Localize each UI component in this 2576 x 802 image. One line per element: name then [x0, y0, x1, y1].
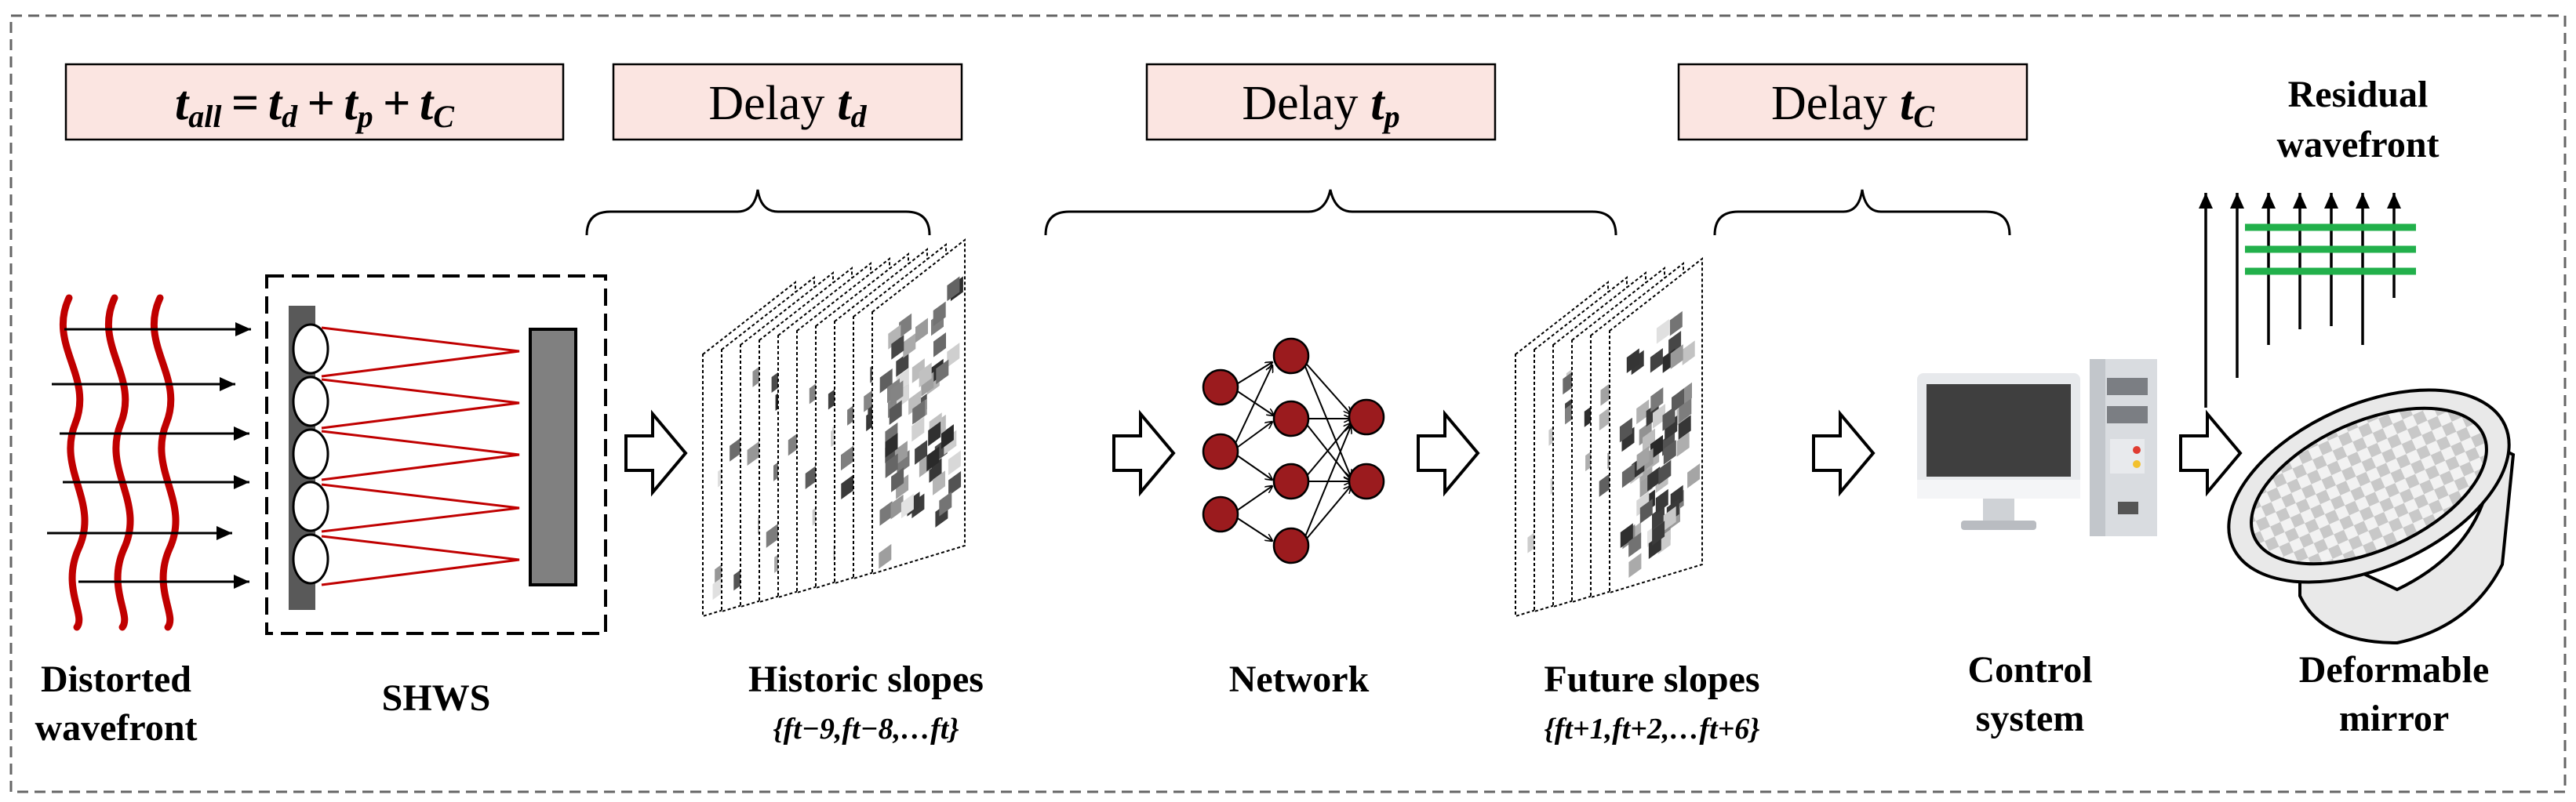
formula-box: tall=td+tp+tC [64, 63, 565, 141]
label-future-set: {ft+1,ft+2,…ft+6} [1544, 713, 1759, 746]
formula-lhs-sub: all [188, 99, 222, 134]
formula-plus-2: + [383, 77, 410, 130]
stage-arrow-4 [1812, 409, 1876, 497]
label-shws: SHWS [382, 677, 491, 719]
label-historic: Historic slopes [748, 659, 984, 700]
brace-d [585, 189, 931, 236]
label-network: Network [1229, 659, 1370, 700]
stage-arrow-2 [1112, 409, 1176, 497]
svg-text:tall=td+tp+tC: tall=td+tp+tC [175, 77, 455, 134]
label-historic-set: {ft−9,ft−8,…ft} [773, 713, 959, 746]
brace-c [1713, 189, 2011, 236]
delay-c-t: t [1900, 77, 1915, 130]
delay-d-sub: d [851, 99, 868, 134]
deformable-mirror [2227, 388, 2516, 645]
shws-sensor [265, 274, 607, 635]
residual-wavefront [2199, 193, 2416, 408]
label-mirror-1: Deformable [2299, 649, 2490, 691]
delay-p-word: Delay [1242, 77, 1358, 130]
label-control-1: Control [1967, 649, 2092, 691]
label-distorted-2: wavefront [35, 707, 197, 749]
label-future: Future slopes [1544, 659, 1759, 700]
brace-p [1044, 189, 1617, 236]
delay-c-sub: C [1913, 99, 1935, 134]
label-control-2: system [1976, 698, 2085, 739]
stage-arrow-1 [624, 409, 688, 497]
formula-t3-sub: C [433, 99, 455, 134]
delay-p-sub: p [1382, 99, 1400, 134]
computer-icon [1917, 359, 2157, 536]
formula-lhs: t [175, 77, 190, 130]
stage-arrow-5 [2179, 409, 2243, 497]
label-mirror-2: mirror [2339, 698, 2449, 739]
historic-slopes-stack [702, 238, 966, 618]
distorted-wavefront [47, 294, 251, 631]
delay-d-t: t [837, 77, 852, 130]
label-residual-1: Residual [2288, 74, 2429, 115]
delay-d-word: Delay [708, 77, 824, 130]
delay-c-word: Delay [1771, 77, 1887, 130]
delay-p-t: t [1370, 77, 1385, 130]
formula-t2: t [344, 77, 358, 130]
stage-arrow-3 [1417, 409, 1480, 497]
formula-equals: = [231, 77, 259, 130]
label-distorted-1: Distorted [41, 659, 191, 700]
outer-frame [9, 14, 2567, 793]
labels: Distorted wavefront SHWS Historic slopes… [35, 74, 2489, 749]
formula-t1-sub: d [282, 99, 298, 134]
future-slopes-stack [1515, 256, 1703, 618]
formula-t3: t [420, 77, 435, 130]
slope-frame [871, 238, 966, 575]
slope-frame [1609, 256, 1703, 594]
formula-t1: t [268, 77, 283, 130]
label-residual-2: wavefront [2276, 124, 2439, 165]
formula-plus-1: + [307, 77, 334, 130]
formula-t2-sub: p [355, 99, 373, 134]
neural-network [1202, 337, 1385, 564]
